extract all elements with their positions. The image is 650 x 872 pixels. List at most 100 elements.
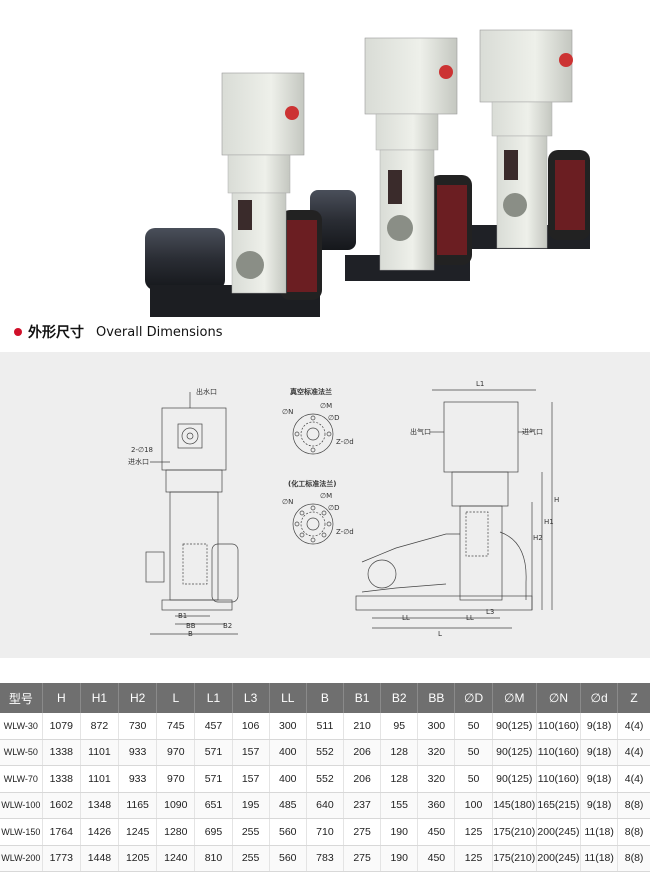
- value-cell: 155: [380, 792, 418, 819]
- value-cell: 320: [417, 765, 455, 793]
- value-cell: 8(8): [617, 818, 650, 846]
- model-cell: WLW-200: [0, 845, 43, 872]
- label-H: H: [554, 496, 559, 504]
- column-header: B2: [380, 683, 418, 713]
- model-cell: WLW-30: [0, 713, 43, 740]
- value-cell: 970: [156, 765, 195, 793]
- value-cell: 651: [194, 792, 233, 819]
- value-cell: 1101: [79, 765, 119, 793]
- label-BB-left: BB: [186, 622, 196, 630]
- chem-flange-drawing: [292, 503, 334, 545]
- value-cell: 320: [417, 739, 455, 766]
- value-cell: 190: [380, 818, 418, 846]
- value-cell: 1165: [118, 792, 157, 819]
- value-cell: 1205: [118, 845, 157, 872]
- value-cell: 206: [342, 739, 381, 766]
- label-water-outlet: 出水口: [196, 387, 217, 396]
- value-cell: 1338: [41, 739, 81, 766]
- value-cell: 571: [194, 739, 233, 766]
- value-cell: 200(245): [535, 845, 581, 872]
- column-header: B1: [342, 683, 381, 713]
- label-LL-right: LL: [466, 614, 474, 622]
- column-header: Z: [617, 683, 650, 713]
- value-cell: 9(18): [580, 792, 618, 819]
- value-cell: 560: [268, 818, 307, 846]
- column-header: 型号: [0, 683, 43, 713]
- label-M-bottom: ∅M: [320, 492, 332, 500]
- value-cell: 175(210): [491, 818, 537, 846]
- label-L1-right: L1: [476, 380, 484, 388]
- value-cell: 360: [417, 792, 455, 819]
- label-chem-flange: (化工标准法兰): [288, 479, 336, 488]
- value-cell: 1602: [41, 792, 81, 819]
- pump-unit-2: [310, 37, 472, 281]
- value-cell: 90(125): [491, 713, 537, 740]
- column-header: H2: [118, 683, 157, 713]
- column-header: BB: [417, 683, 455, 713]
- value-cell: 783: [305, 845, 344, 872]
- value-cell: 552: [305, 765, 344, 793]
- value-cell: 175(210): [491, 845, 537, 872]
- column-header: L1: [194, 683, 233, 713]
- front-view-drawing: [355, 389, 553, 629]
- value-cell: 4(4): [617, 765, 650, 793]
- value-cell: 1101: [79, 739, 119, 766]
- value-cell: 190: [380, 845, 418, 872]
- value-cell: 872: [79, 713, 119, 740]
- value-cell: 110(160): [535, 739, 581, 766]
- value-cell: 9(18): [580, 739, 618, 766]
- value-cell: 4(4): [617, 713, 650, 740]
- value-cell: 1245: [118, 818, 157, 846]
- value-cell: 450: [417, 845, 455, 872]
- side-view-drawing: [145, 392, 239, 635]
- value-cell: 9(18): [580, 765, 618, 793]
- value-cell: 1773: [41, 845, 81, 872]
- label-water-inlet: 进水口: [128, 457, 149, 466]
- value-cell: 450: [417, 818, 455, 846]
- label-LL-left: LL: [402, 614, 410, 622]
- value-cell: 400: [268, 765, 307, 793]
- value-cell: 511: [305, 713, 344, 740]
- value-cell: 730: [118, 713, 157, 740]
- value-cell: 933: [118, 739, 157, 766]
- value-cell: 90(125): [491, 765, 537, 793]
- value-cell: 710: [305, 818, 344, 846]
- value-cell: 1426: [79, 818, 119, 846]
- label-gas-outlet: 出气口: [410, 427, 431, 436]
- value-cell: 210: [342, 713, 381, 740]
- value-cell: 560: [268, 845, 307, 872]
- pump-unit-3: [470, 29, 590, 249]
- column-header: H: [41, 683, 81, 713]
- value-cell: 106: [231, 713, 270, 740]
- label-B2-left: B2: [223, 622, 232, 630]
- value-cell: 485: [268, 792, 307, 819]
- value-cell: 95: [380, 713, 418, 740]
- value-cell: 128: [380, 765, 418, 793]
- value-cell: 552: [305, 739, 344, 766]
- value-cell: 275: [342, 818, 381, 846]
- value-cell: 933: [118, 765, 157, 793]
- label-L3: L3: [486, 608, 494, 616]
- value-cell: 125: [454, 845, 493, 872]
- dimension-drawings: 出水口 2-∅18 进水口 B1 BB B2 B 真空标准法兰 ∅N ∅M ∅D…: [0, 352, 650, 658]
- value-cell: 457: [194, 713, 233, 740]
- label-D-top: ∅D: [328, 414, 340, 422]
- value-cell: 1079: [41, 713, 81, 740]
- section-heading: 外形尺寸 Overall Dimensions: [14, 320, 222, 344]
- pump-unit-1: [145, 72, 322, 317]
- value-cell: 1338: [41, 765, 81, 793]
- value-cell: 145(180): [491, 792, 537, 819]
- value-cell: 745: [156, 713, 195, 740]
- model-cell: WLW-70: [0, 765, 43, 793]
- value-cell: 200(245): [535, 818, 581, 846]
- label-L: L: [438, 630, 442, 638]
- column-header: ∅M: [491, 683, 537, 713]
- label-vacuum-flange: 真空标准法兰: [290, 387, 332, 396]
- column-header: L: [156, 683, 195, 713]
